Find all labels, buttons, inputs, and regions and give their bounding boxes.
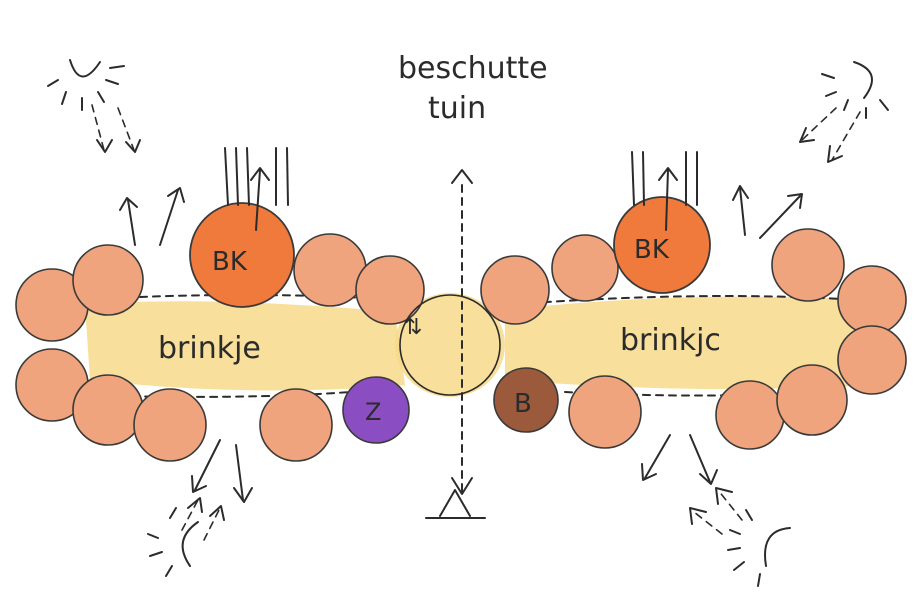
z-label: Z [365, 398, 381, 426]
bk-right-arrows [631, 151, 698, 231]
house [355, 255, 425, 325]
sun-icon [799, 61, 889, 163]
house [715, 380, 785, 450]
bk-left-label: BK [212, 247, 248, 277]
house [259, 388, 333, 462]
wind-arrow-icon [191, 439, 253, 503]
house [771, 228, 845, 302]
house [72, 374, 144, 446]
square-left-label: brinkje [158, 331, 261, 366]
house [776, 364, 848, 436]
center-symbol: ⇅ [404, 315, 422, 340]
bk-left-arrows [224, 147, 289, 231]
square-bands [85, 293, 870, 397]
house [293, 233, 367, 307]
square-right-label: brinkjc [620, 323, 721, 358]
square-center-band [395, 293, 505, 397]
house [568, 375, 642, 449]
house [551, 234, 619, 302]
bk-right-label: BK [634, 235, 670, 265]
wind-arrow-icon [641, 434, 718, 485]
sun-icon [147, 497, 225, 577]
access-triangle-icon [425, 489, 486, 519]
sun-icon [47, 59, 141, 153]
sun-icon [689, 487, 791, 587]
houses [15, 228, 907, 462]
square-right-band [505, 296, 870, 389]
center-circle [399, 294, 501, 396]
bk-circles [189, 196, 711, 308]
wind-arrow-icon [732, 185, 803, 239]
b-label: B [514, 389, 532, 419]
wind-arrow-icon [119, 187, 185, 246]
house [72, 244, 144, 316]
b-circle [493, 367, 559, 433]
bk-circle-right [613, 196, 711, 294]
square-left-band [85, 301, 405, 391]
house [837, 265, 907, 335]
garden-label-line2: tuin [428, 91, 486, 126]
z-circle [342, 376, 410, 444]
garden-label-line1: beschutte [398, 51, 548, 86]
bk-circle-left [189, 202, 295, 308]
house [133, 388, 207, 462]
house [837, 325, 907, 395]
main-axis [451, 169, 473, 496]
house [480, 255, 550, 325]
